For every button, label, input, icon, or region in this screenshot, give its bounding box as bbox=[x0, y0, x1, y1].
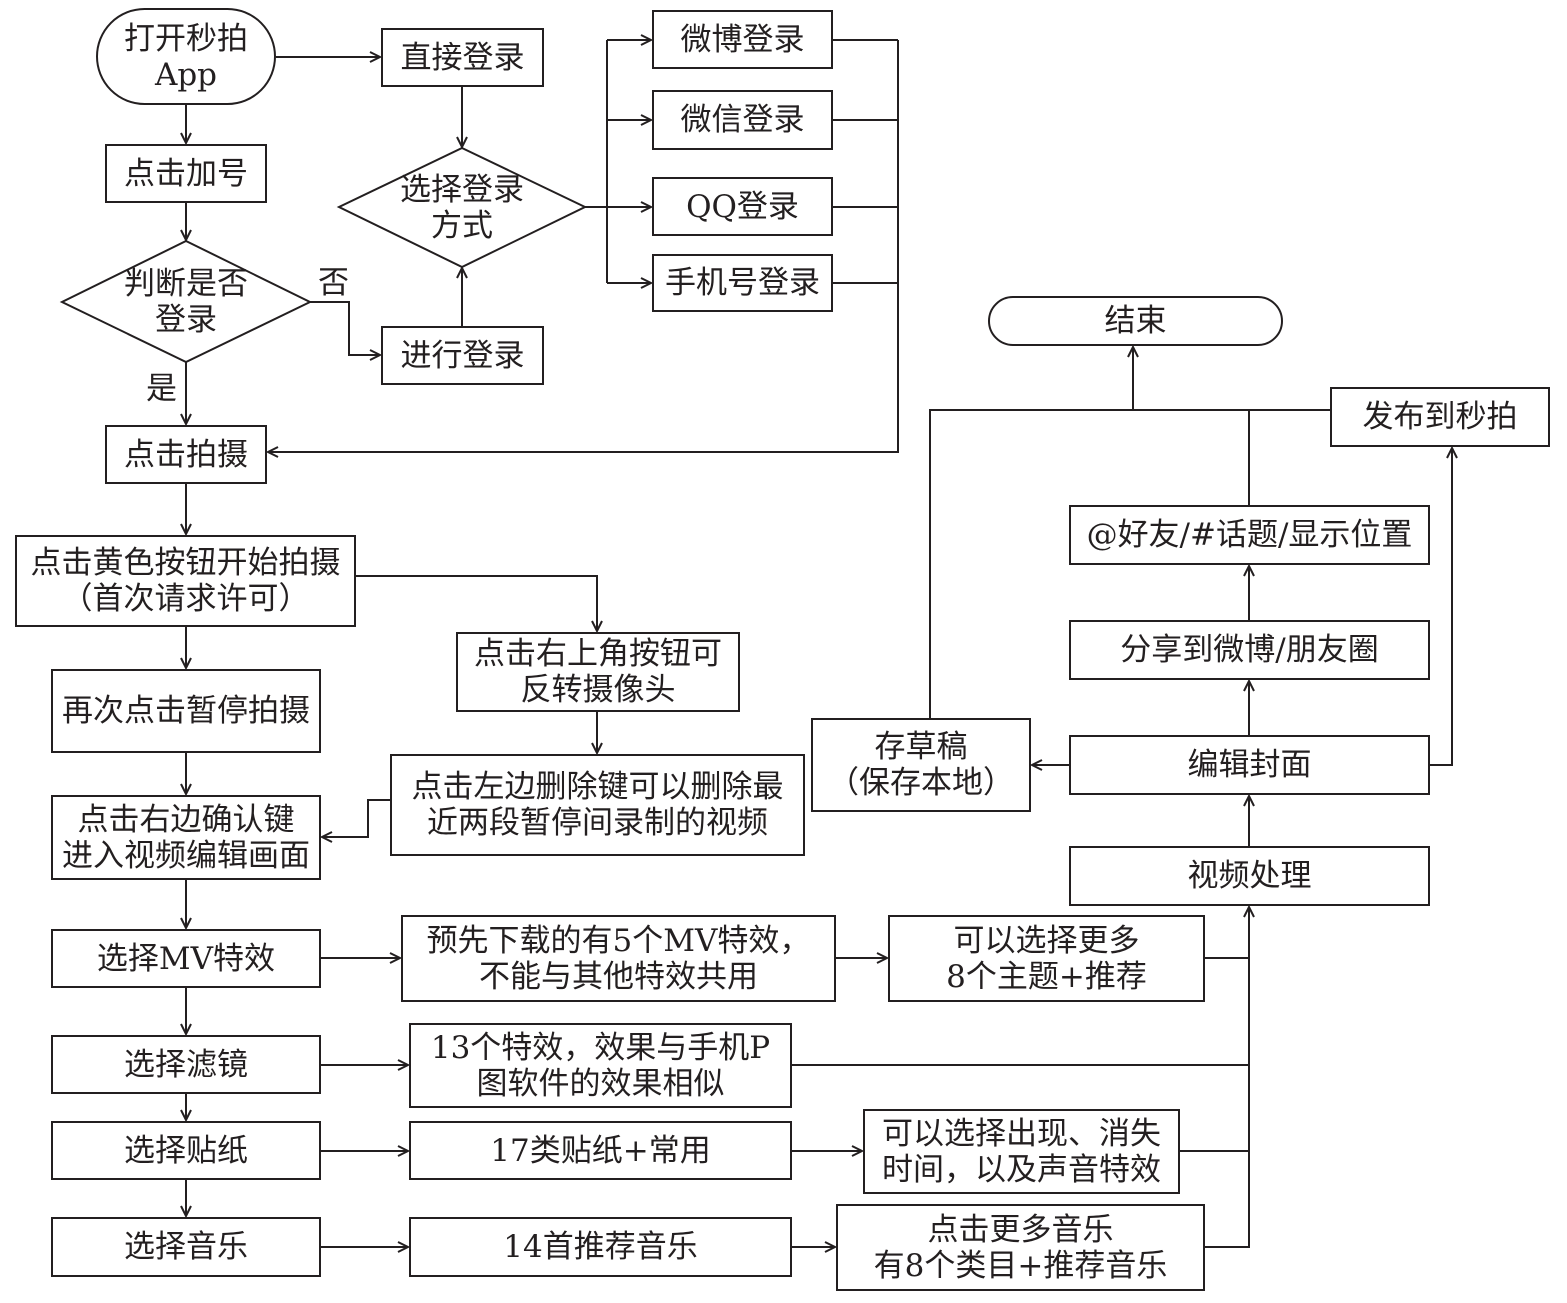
mention-topic-location-box: @好友/#话题/显示位置 bbox=[1069, 505, 1430, 565]
music-more-box: 点击更多音乐 有8个类目+推荐音乐 bbox=[836, 1204, 1205, 1291]
mv-more-box: 可以选择更多 8个主题+推荐 bbox=[888, 915, 1205, 1002]
click-plus-box: 点击加号 bbox=[105, 144, 267, 203]
node-text: 14首推荐音乐 bbox=[503, 1229, 698, 1265]
click-shoot-box: 点击拍摄 bbox=[105, 425, 267, 484]
node-text: 再次点击暂停拍摄 bbox=[62, 693, 310, 729]
edge-yellow-to-flip bbox=[356, 575, 603, 634]
node-text: 微信登录 bbox=[680, 102, 805, 138]
node-text: 13个特效，效果与手机P bbox=[430, 1029, 771, 1066]
node-text: 方式 bbox=[431, 207, 493, 244]
node-text: 可以选择更多 bbox=[953, 922, 1140, 959]
node-text: 17类贴纸+常用 bbox=[490, 1132, 711, 1169]
node-text: 8个主题+推荐 bbox=[946, 958, 1147, 995]
node-text: 登录 bbox=[155, 301, 217, 338]
save-draft-box: 存草稿 （保存本地） bbox=[811, 718, 1031, 812]
open-app-terminal: 打开秒拍 App bbox=[96, 8, 276, 105]
end-terminal: 结束 bbox=[988, 296, 1283, 346]
node-text: 分享到微博/朋友圈 bbox=[1120, 632, 1379, 668]
node-text: 图软件的效果相似 bbox=[476, 1065, 725, 1102]
node-text: 有8个类目+推荐音乐 bbox=[873, 1247, 1168, 1284]
sticker-detail-box: 17类贴纸+常用 bbox=[409, 1121, 792, 1180]
node-text: （保存本地） bbox=[828, 765, 1014, 801]
phone-login-box: 手机号登录 bbox=[652, 254, 833, 312]
yellow-button-box: 点击黄色按钮开始拍摄 （首次请求许可） bbox=[15, 535, 356, 627]
node-text: 微博登录 bbox=[680, 21, 805, 58]
node-text: App bbox=[154, 56, 218, 93]
no-label: 否 bbox=[318, 265, 349, 301]
node-text: 预先下载的有5个MV特效， bbox=[426, 922, 811, 959]
node-text: QQ登录 bbox=[686, 188, 799, 225]
node-text: 不能与其他特效共用 bbox=[479, 958, 758, 995]
sticker-box: 选择贴纸 bbox=[51, 1121, 321, 1180]
edge-delete-to-confirm bbox=[319, 799, 390, 843]
mv-effect-box: 选择MV特效 bbox=[51, 929, 321, 988]
node-text: 点击更多音乐 bbox=[927, 1211, 1114, 1248]
node-text: 选择音乐 bbox=[124, 1229, 248, 1265]
yes-label: 是 bbox=[146, 371, 177, 407]
node-text: 点击右边确认键 bbox=[77, 801, 295, 838]
node-text: @好友/#话题/显示位置 bbox=[1086, 517, 1413, 553]
edge-logins-to-shoot bbox=[265, 40, 899, 458]
node-text: 视频处理 bbox=[1187, 858, 1312, 894]
filter-box: 选择滤镜 bbox=[51, 1035, 321, 1094]
edge-draft-publish-join bbox=[929, 409, 1330, 718]
node-text: 反转摄像头 bbox=[520, 672, 676, 708]
node-text: 时间，以及声音特效 bbox=[882, 1151, 1161, 1188]
mv-detail-box: 预先下载的有5个MV特效， 不能与其他特效共用 bbox=[401, 915, 836, 1002]
node-text: 点击右上角按钮可 bbox=[474, 636, 722, 672]
publish-box: 发布到秒拍 bbox=[1330, 387, 1550, 447]
node-text: 点击黄色按钮开始拍摄 bbox=[30, 545, 341, 581]
music-detail-box: 14首推荐音乐 bbox=[409, 1217, 792, 1277]
pause-shoot-box: 再次点击暂停拍摄 bbox=[51, 669, 321, 753]
check-logged-in-decision: 判断是否 登录 bbox=[62, 241, 310, 362]
edge-music-more-to-processing bbox=[1205, 904, 1255, 1248]
direct-login-box: 直接登录 bbox=[381, 28, 544, 87]
choose-login-method-decision: 选择登录 方式 bbox=[339, 148, 585, 267]
node-text: 可以选择出现、消失 bbox=[882, 1115, 1161, 1152]
wechat-login-box: 微信登录 bbox=[652, 90, 833, 150]
node-text: 直接登录 bbox=[400, 39, 525, 76]
node-text: 结束 bbox=[1104, 303, 1167, 339]
sticker-more-box: 可以选择出现、消失 时间，以及声音特效 bbox=[863, 1109, 1180, 1194]
qq-login-box: QQ登录 bbox=[652, 177, 833, 236]
node-text: 近两段暂停间录制的视频 bbox=[427, 805, 768, 841]
edit-cover-box: 编辑封面 bbox=[1069, 735, 1430, 795]
node-text: 存草稿 bbox=[874, 729, 968, 765]
flip-camera-box: 点击右上角按钮可 反转摄像头 bbox=[456, 632, 740, 712]
edge-cover-to-publish bbox=[1430, 445, 1458, 766]
video-processing-box: 视频处理 bbox=[1069, 846, 1430, 906]
node-text: 点击加号 bbox=[124, 155, 248, 192]
node-text: 点击拍摄 bbox=[124, 436, 248, 473]
weibo-login-box: 微博登录 bbox=[652, 10, 833, 69]
node-text: 点击左边删除键可以删除最 bbox=[411, 769, 784, 805]
node-text: 判断是否 bbox=[124, 265, 248, 302]
node-text: 选择登录 bbox=[400, 171, 524, 208]
node-text: 进行登录 bbox=[400, 337, 525, 374]
music-box: 选择音乐 bbox=[51, 1217, 321, 1277]
node-text: （首次请求许可） bbox=[61, 581, 310, 617]
filter-detail-box: 13个特效，效果与手机P 图软件的效果相似 bbox=[409, 1023, 792, 1108]
node-text: 编辑封面 bbox=[1187, 747, 1312, 783]
node-text: 选择滤镜 bbox=[124, 1046, 248, 1083]
do-login-box: 进行登录 bbox=[381, 326, 544, 385]
node-text: 选择MV特效 bbox=[96, 940, 276, 977]
node-text: 进入视频编辑画面 bbox=[62, 837, 310, 874]
node-text: 打开秒拍 bbox=[124, 20, 248, 57]
node-text: 选择贴纸 bbox=[124, 1132, 248, 1169]
edge-check-no-to-do-login bbox=[310, 301, 383, 361]
node-text: 发布到秒拍 bbox=[1362, 399, 1518, 435]
node-text: 手机号登录 bbox=[665, 265, 820, 301]
share-box: 分享到微博/朋友圈 bbox=[1069, 620, 1430, 680]
delete-clip-box: 点击左边删除键可以删除最 近两段暂停间录制的视频 bbox=[390, 754, 805, 856]
confirm-edit-box: 点击右边确认键 进入视频编辑画面 bbox=[51, 795, 321, 880]
